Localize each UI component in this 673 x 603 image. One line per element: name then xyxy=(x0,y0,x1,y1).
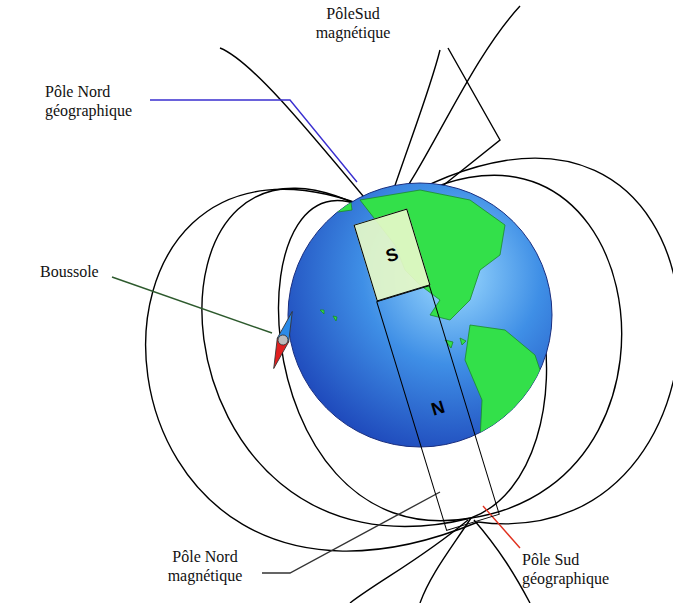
pole-label: Pôle Nord magnétique xyxy=(150,547,260,585)
pole-letter: N xyxy=(429,396,448,420)
compass-symbol xyxy=(268,310,298,371)
pole-label: Pôle Sud géographique xyxy=(522,550,632,588)
leader-lines xyxy=(112,100,520,573)
instrument-label: Boussole xyxy=(40,262,115,281)
pole-letter: S xyxy=(383,243,401,267)
pole-label: PôleSud magnétique xyxy=(298,4,408,42)
pole-label: Pôle Nord géographique xyxy=(45,82,150,120)
field-lines xyxy=(146,6,673,603)
